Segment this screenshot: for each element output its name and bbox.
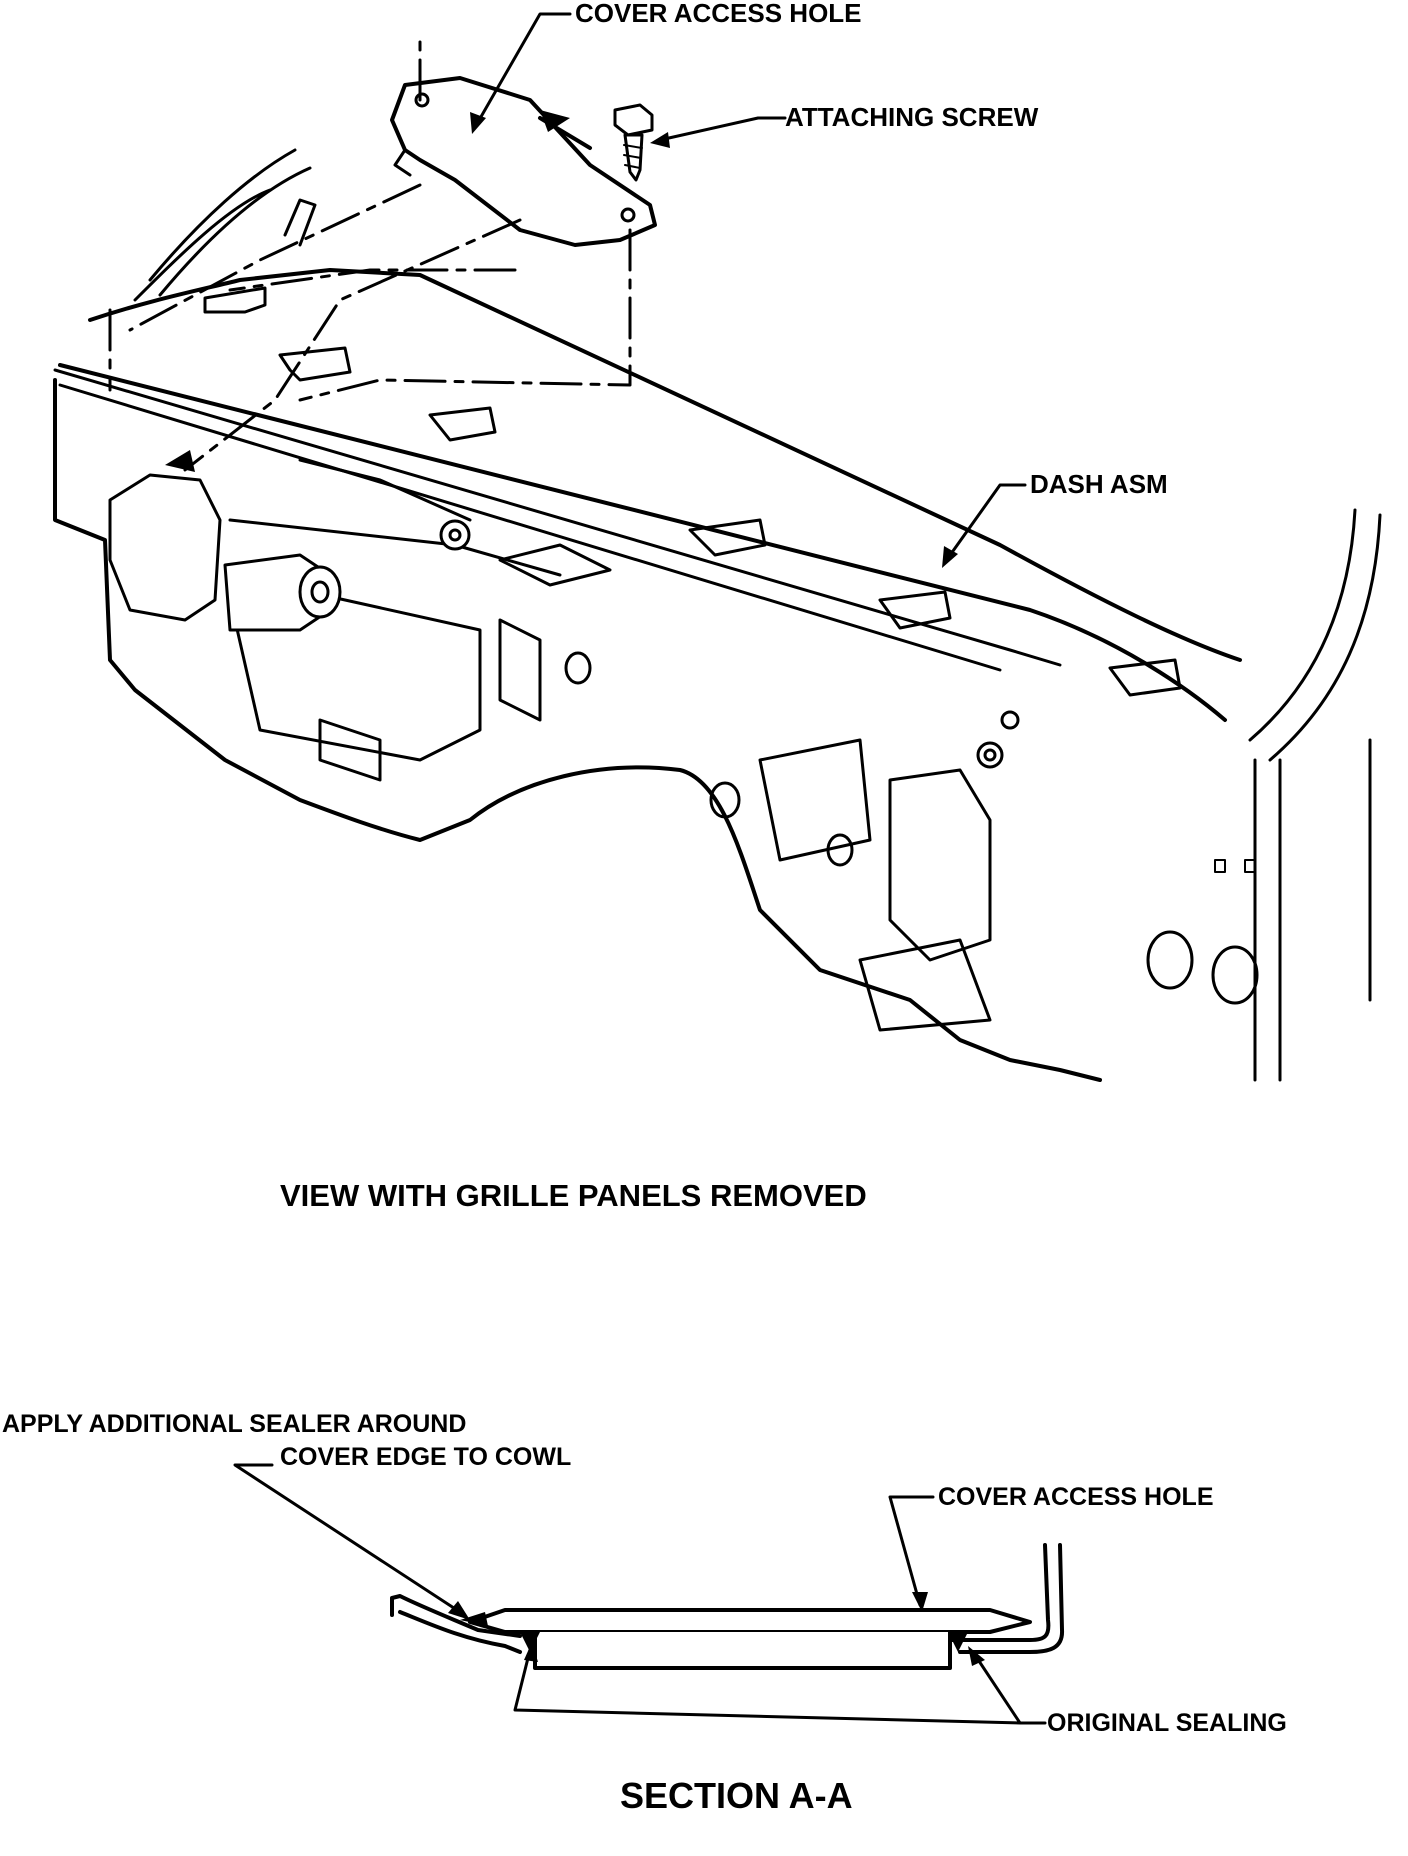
leader-original-sealing-head-left <box>524 1642 538 1662</box>
wiper-pivots <box>439 519 1020 769</box>
wiper-motor <box>108 473 342 632</box>
caption-section-aa: SECTION A-A <box>620 1775 853 1816</box>
leader-cover-access-hole-top <box>476 12 572 124</box>
cowl-opening <box>498 543 612 587</box>
lower-arrowhead <box>165 450 195 472</box>
section-cover-box <box>533 1630 952 1670</box>
label-attaching-screw: ATTACHING SCREW <box>785 102 1039 132</box>
removal-arrowhead <box>540 110 570 132</box>
upper-view-illustration <box>53 12 1382 1082</box>
plenum-boxes <box>233 588 992 1032</box>
section-sealer-edge <box>460 1612 488 1626</box>
install-path-lines <box>108 38 632 472</box>
firewall-holes <box>564 651 1259 1005</box>
section-right-flange <box>948 1543 1065 1654</box>
label-cover-access-hole-section: COVER ACCESS HOLE <box>938 1483 1214 1511</box>
label-original-sealing: ORIGINAL SEALING <box>1047 1709 1287 1737</box>
leader-dash-asm <box>946 483 1027 560</box>
section-left-flange <box>390 1594 522 1638</box>
section-aa-illustration <box>233 1463 1065 1725</box>
leader-attaching-screw <box>658 116 787 142</box>
dash-front-lip <box>53 368 1062 672</box>
dash-top-surface <box>58 268 1242 722</box>
section-sealer-right <box>948 1632 968 1652</box>
leader-original-sealing-head-right <box>968 1646 985 1666</box>
section-left-flange-lower <box>398 1610 522 1654</box>
attaching-screw <box>613 103 654 182</box>
label-cover-access-hole-top: COVER ACCESS HOLE <box>575 0 862 28</box>
section-cover-plate <box>468 1608 1032 1634</box>
label-sealer-line1: APPLY ADDITIONAL SEALER AROUND <box>2 1410 466 1438</box>
access-cover-tab <box>393 148 412 177</box>
access-cover-hole-upper <box>414 92 430 108</box>
label-dash-asm: DASH ASM <box>1030 469 1168 499</box>
leader-cover-access-hole-section <box>888 1495 935 1607</box>
caption-view-grille-panels-removed: VIEW WITH GRILLE PANELS REMOVED <box>280 1178 867 1213</box>
access-cover-hole-lower <box>620 207 636 223</box>
leader-original-sealing <box>513 1648 1047 1725</box>
label-sealer-line2: COVER EDGE TO COWL <box>280 1443 571 1471</box>
leader-sealer-head <box>448 1601 470 1620</box>
access-cover <box>390 76 657 247</box>
firewall-body <box>53 378 1102 1082</box>
left-pillar <box>133 148 317 302</box>
leader-sealer <box>233 1463 462 1614</box>
leader-cover-access-hole-section-head <box>912 1592 928 1612</box>
dash-slots <box>203 286 1182 697</box>
section-sealer-left <box>520 1632 540 1652</box>
leader-dash-asm-head <box>942 546 958 568</box>
leader-cover-access-hole-top-head <box>470 112 486 134</box>
right-pillar <box>1248 508 1382 1082</box>
leader-attaching-screw-head <box>650 132 670 148</box>
